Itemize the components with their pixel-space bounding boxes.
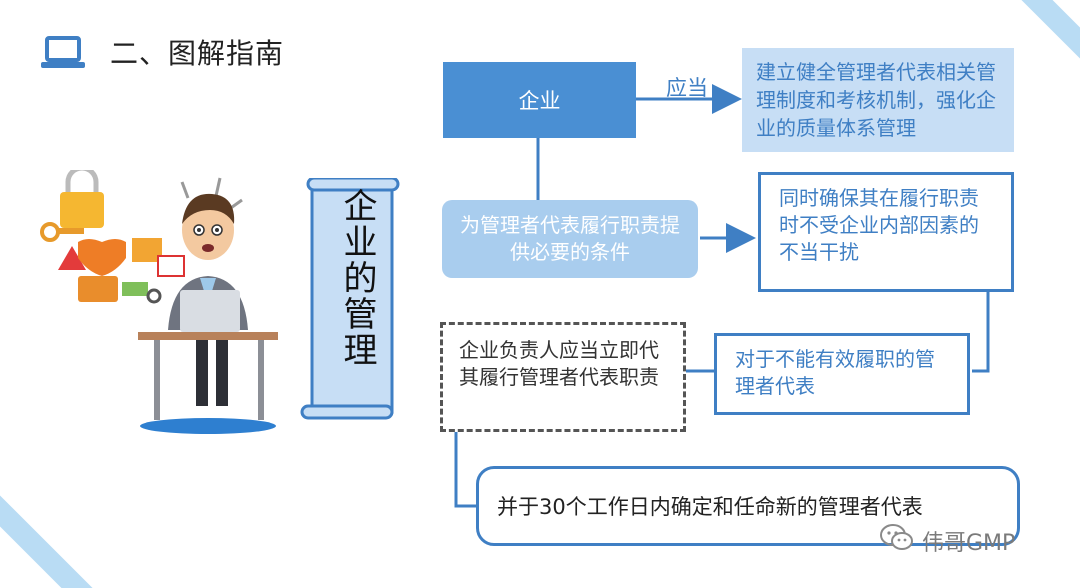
watermark: 伟哥GMP [880,524,1015,558]
section-title: 二、图解指南 [110,37,285,70]
scroll-banner [300,176,400,424]
duty-label: 应当 [666,76,708,100]
ensure-no-interference-node: 同时确保其在履行职责时不受企业内部因素的不当干扰 [758,172,1014,292]
enterprise-node: 企业 [443,62,636,138]
provide-conditions-node: 为管理者代表履行职责提供必要的条件 [442,200,698,278]
wechat-icon [880,524,914,558]
establish-system-node: 建立健全管理者代表相关管理制度和考核机制，强化企业的质量体系管理 [742,48,1014,152]
appoint-new-node: 并于30个工作日内确定和任命新的管理者代表 [476,466,1020,546]
scroll-title: 企业的管理 [337,188,377,368]
watermark-text: 伟哥GMP [922,531,1016,556]
responsible-person-node: 企业负责人应当立即代其履行管理者代表职责 [440,322,686,432]
laptop-icon [40,36,86,74]
cannot-perform-node: 对于不能有效履职的管理者代表 [714,333,970,415]
worried-businessman-illustration [30,165,300,444]
